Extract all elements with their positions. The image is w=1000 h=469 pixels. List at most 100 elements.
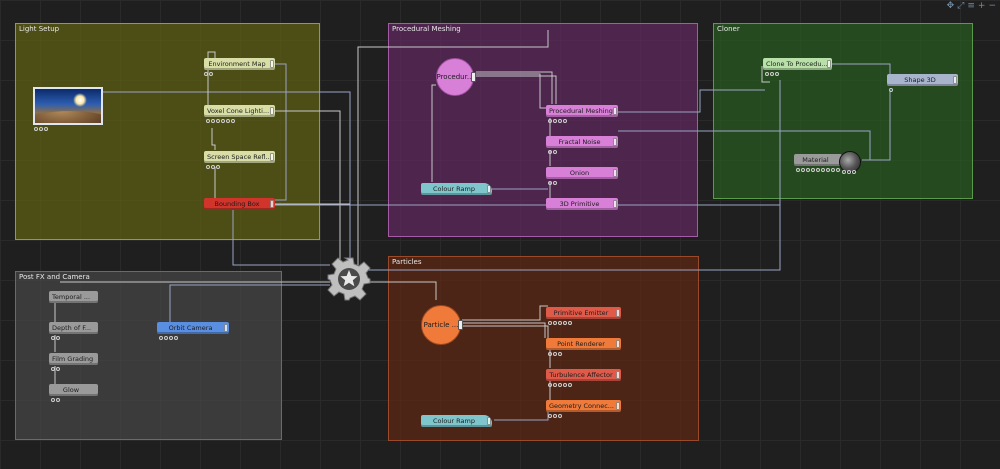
node-label: Depth of F...: [52, 324, 92, 332]
procedural-circle-node[interactable]: Procedur...: [436, 58, 476, 96]
group-procedural-meshing[interactable]: Procedural Meshing: [388, 23, 698, 237]
node-ports[interactable]: [34, 127, 48, 132]
fractal-noise-node[interactable]: Fractal Noise: [546, 136, 618, 148]
node-label: Orbit Camera: [168, 324, 213, 332]
point-renderer-node[interactable]: Point Renderer: [546, 338, 621, 350]
onion-node[interactable]: Onion: [546, 167, 618, 179]
colour-ramp-node[interactable]: Colour Ramp: [421, 415, 492, 427]
shape-3d-node[interactable]: Shape 3D: [887, 74, 958, 86]
primitive-emitter-node[interactable]: Primitive Emitter: [546, 307, 621, 319]
node-ports[interactable]: [548, 150, 557, 155]
output-port[interactable]: [613, 107, 617, 115]
output-port[interactable]: [270, 153, 274, 161]
node-ports[interactable]: [206, 119, 235, 124]
node-ports[interactable]: [204, 72, 213, 77]
node-ports[interactable]: [51, 336, 60, 341]
node-label: Screen Space Refl...: [207, 153, 272, 161]
node-label: Procedur...: [436, 73, 474, 81]
group-title: Particles: [392, 258, 422, 266]
voxel-cone-lighting-node[interactable]: Voxel Cone Lighti...: [204, 105, 275, 117]
node-ports[interactable]: [548, 181, 557, 186]
clone-to-procedural-node[interactable]: Clone To Procedu...: [763, 58, 832, 70]
group-title: Procedural Meshing: [392, 25, 461, 33]
node-ports[interactable]: [548, 414, 562, 419]
node-label: Turbulence Affector: [549, 371, 613, 379]
node-label: Colour Ramp: [433, 185, 475, 193]
node-ports[interactable]: [548, 119, 567, 124]
node-label: Fractal Noise: [558, 138, 601, 146]
node-ports[interactable]: [796, 168, 840, 173]
output-port[interactable]: [487, 417, 491, 425]
node-label: Procedural Meshing: [549, 107, 613, 115]
node-ports[interactable]: [51, 398, 60, 403]
output-port[interactable]: [616, 402, 620, 410]
node-label: Clone To Procedu...: [766, 60, 828, 68]
screen-space-reflections-node[interactable]: Screen Space Refl...: [204, 151, 275, 163]
output-port[interactable]: [613, 138, 617, 146]
add-icon[interactable]: +: [977, 1, 986, 11]
orbit-camera-node[interactable]: Orbit Camera: [157, 322, 229, 334]
depth-of-field-node[interactable]: Depth of F...: [49, 322, 98, 334]
minus-icon[interactable]: −: [988, 1, 996, 11]
3d-primitive-node[interactable]: 3D Primitive: [546, 198, 618, 210]
film-grading-node[interactable]: Film Grading: [49, 353, 98, 365]
group-title: Light Setup: [19, 25, 60, 33]
node-ports[interactable]: [51, 367, 60, 372]
node-label: Particle ...: [423, 321, 459, 329]
node-ports[interactable]: [765, 72, 779, 77]
environment-map-thumbnail[interactable]: [33, 87, 103, 125]
output-port[interactable]: [613, 169, 617, 177]
geometry-connector-node[interactable]: Geometry Connec...: [546, 400, 621, 412]
output-port[interactable]: [616, 371, 620, 379]
node-ports[interactable]: [842, 170, 856, 175]
sun-glow: [73, 93, 87, 107]
group-title: Post FX and Camera: [19, 273, 90, 281]
root-gear-icon[interactable]: [327, 257, 371, 301]
node-label: Colour Ramp: [433, 417, 475, 425]
node-ports[interactable]: [159, 336, 178, 341]
node-label: 3D Primitive: [559, 200, 600, 208]
output-port[interactable]: [953, 76, 957, 84]
move-icon[interactable]: ✥: [946, 1, 955, 11]
group-title: Cloner: [717, 25, 740, 33]
node-ports[interactable]: [548, 352, 562, 357]
temporal-node[interactable]: Temporal ...: [49, 291, 98, 303]
node-label: Primitive Emitter: [553, 309, 609, 317]
node-label: Voxel Cone Lighti...: [207, 107, 270, 115]
node-label: Onion: [569, 169, 590, 177]
environment-map-node[interactable]: Environment Map: [204, 58, 275, 70]
bounding-box-node[interactable]: Bounding Box: [204, 198, 275, 210]
menu-icon[interactable]: ≡: [967, 1, 975, 11]
node-ports[interactable]: [548, 321, 572, 326]
node-ports[interactable]: [206, 165, 220, 170]
node-label: Environment Map: [208, 60, 266, 68]
colour-ramp-node[interactable]: Colour Ramp: [421, 183, 492, 195]
terrain-shape: [35, 111, 101, 123]
output-port[interactable]: [616, 340, 620, 348]
particle-circle-node[interactable]: Particle ...: [421, 305, 463, 345]
material-node[interactable]: Material: [794, 154, 842, 166]
procedural-meshing-node[interactable]: Procedural Meshing: [546, 105, 618, 117]
output-port[interactable]: [613, 200, 617, 208]
output-port[interactable]: [487, 185, 491, 193]
output-port[interactable]: [471, 72, 476, 82]
group-particles[interactable]: Particles: [388, 256, 699, 441]
output-port[interactable]: [616, 309, 620, 317]
output-port[interactable]: [827, 60, 831, 68]
node-label: Film Grading: [52, 355, 94, 363]
node-ports[interactable]: [548, 383, 572, 388]
node-ports[interactable]: [889, 88, 893, 93]
node-label: Point Renderer: [557, 340, 605, 348]
output-port[interactable]: [458, 320, 463, 330]
glow-node[interactable]: Glow: [49, 384, 98, 396]
node-label: Shape 3D: [904, 76, 936, 84]
node-label: Glow: [62, 386, 80, 394]
output-port[interactable]: [224, 324, 228, 332]
output-port[interactable]: [270, 107, 274, 115]
output-port[interactable]: [270, 60, 274, 68]
output-port[interactable]: [270, 200, 274, 208]
node-label: Material: [802, 156, 829, 164]
turbulence-affector-node[interactable]: Turbulence Affector: [546, 369, 621, 381]
fit-icon[interactable]: ⤢: [957, 1, 965, 11]
